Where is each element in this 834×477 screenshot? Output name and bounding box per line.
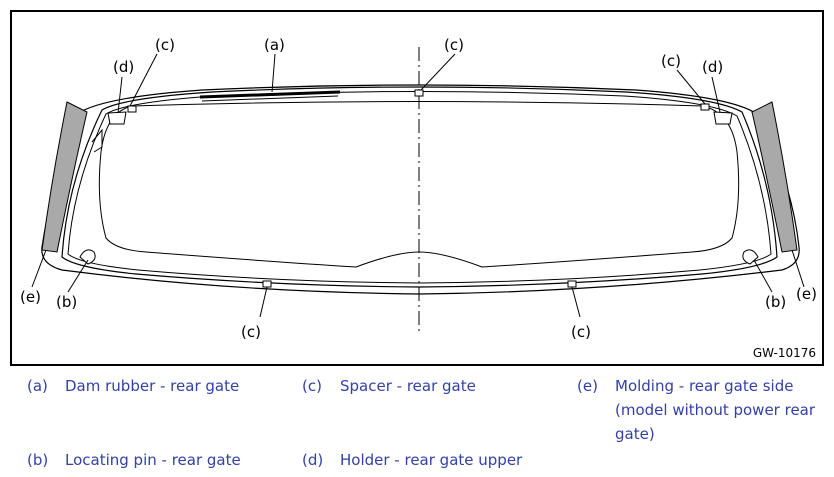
- diagram-frame: (a) (c) (d) (c) (c) (d) (c) (c) (b) (b) …: [10, 10, 824, 366]
- legend-text: Molding - rear gate side (model without …: [615, 377, 816, 443]
- dam-rubber-strip-edge: [201, 95, 339, 102]
- inner-opening: [98, 101, 740, 268]
- callout-a: (a): [264, 36, 285, 54]
- callout-c-bottom-right: (c): [571, 323, 591, 341]
- callout-c-top-center: (c): [444, 36, 464, 54]
- callout-e-left: (e): [20, 288, 41, 306]
- legend-key: (c): [302, 377, 322, 395]
- legend-text: Dam rubber - rear gate: [65, 377, 240, 395]
- legend-text: Spacer - rear gate: [340, 377, 476, 395]
- dam-rubber-outer: [61, 86, 778, 288]
- callout-c-bottom-left: (c): [241, 323, 261, 341]
- leader-lines: [31, 53, 805, 318]
- rear-gate-glass-diagram: (a) (c) (d) (c) (c) (d) (c) (c) (b) (b) …: [20, 36, 817, 341]
- spacer-bottom-right: [567, 280, 577, 288]
- holder-left: [107, 111, 127, 125]
- glass-outer-edge: [41, 84, 800, 295]
- spacer-top-left: [127, 105, 137, 113]
- locating-pin-right: [742, 249, 759, 265]
- callout-d-left: (d): [113, 58, 134, 76]
- dam-rubber-strip: [199, 90, 341, 99]
- callout-e-right: (e): [796, 285, 817, 303]
- callout-d-right: (d): [702, 58, 723, 76]
- holder-right: [713, 111, 733, 125]
- dam-rubber-inner: [67, 91, 772, 284]
- spacer-top-center: [414, 89, 424, 97]
- locating-pin-left: [79, 249, 96, 265]
- callout-c-top-left: (c): [155, 36, 175, 54]
- molding-right: [751, 101, 798, 253]
- figure-id: GW-10176: [752, 346, 816, 360]
- legend-key: (d): [302, 451, 324, 469]
- spacer-bottom-left: [262, 280, 272, 288]
- legend-key: (b): [27, 451, 49, 469]
- callout-b-left: (b): [56, 293, 77, 311]
- legend-text: Holder - rear gate upper: [340, 451, 523, 469]
- left-step-detail: [91, 128, 103, 153]
- spacer-top-right: [700, 103, 710, 111]
- legend-key: (a): [27, 377, 48, 395]
- legend-text: Locating pin - rear gate: [65, 451, 241, 469]
- molding-left: [41, 101, 88, 253]
- legend-key: (e): [577, 377, 598, 395]
- callout-b-right: (b): [765, 293, 786, 311]
- callout-c-top-right: (c): [661, 52, 681, 70]
- legend: (a) Dam rubber - rear gate (b) Locating …: [0, 372, 834, 477]
